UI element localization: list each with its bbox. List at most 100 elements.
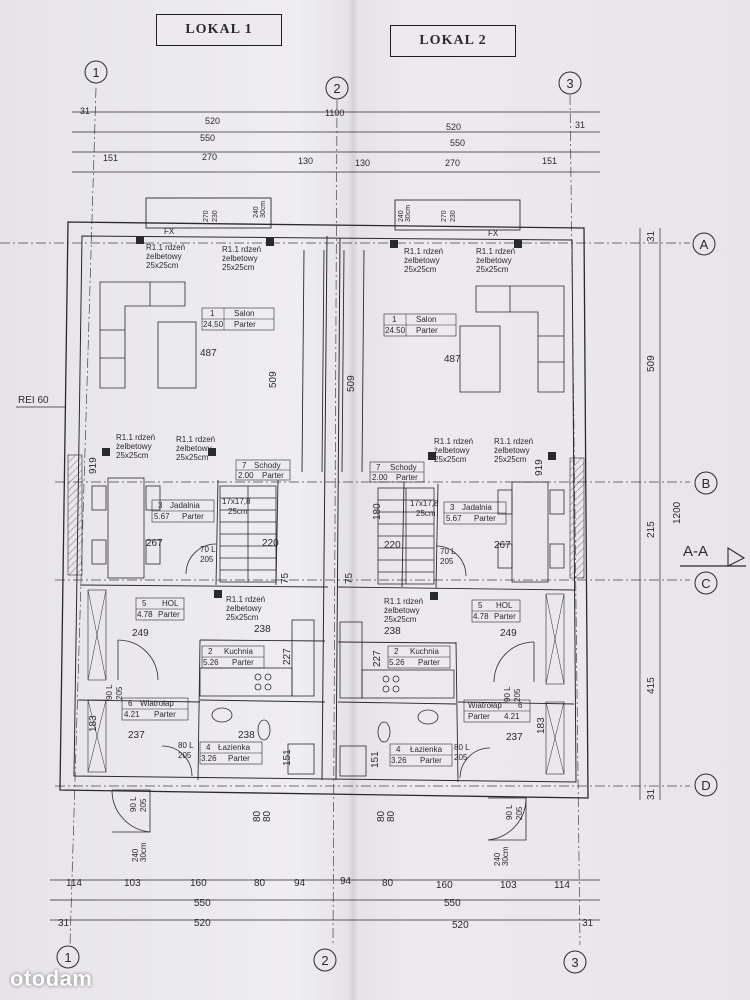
col-label-r1-a: R1.1 rdzeń bbox=[146, 243, 185, 252]
dim-top-270-right: 270 bbox=[445, 158, 460, 168]
svg-text:5.67: 5.67 bbox=[154, 512, 170, 521]
dim-top-520-right: 520 bbox=[446, 122, 461, 132]
dim-right-31-bottom: 31 bbox=[646, 788, 657, 800]
dim-door-80-d: 80 bbox=[386, 810, 397, 822]
dim-window-230-right: 230 bbox=[450, 210, 457, 222]
dim-top-151-right: 151 bbox=[542, 156, 557, 166]
dim-top-130-left: 130 bbox=[298, 156, 313, 166]
room-hol-right: 5 HOL 4.78 Parter bbox=[471, 599, 521, 623]
svg-text:4: 4 bbox=[396, 745, 401, 754]
dim-bottom-160-right: 160 bbox=[436, 880, 453, 891]
svg-text:3: 3 bbox=[450, 503, 455, 512]
fx-left: FX bbox=[164, 227, 175, 236]
svg-text:7: 7 bbox=[242, 461, 247, 470]
axis-marker-C: C bbox=[694, 571, 718, 595]
dim-919-left: 919 bbox=[88, 457, 99, 474]
svg-text:Parter: Parter bbox=[494, 612, 516, 621]
axis-label-3-bottom: 3 bbox=[571, 955, 578, 970]
dim-bottom-103-left: 103 bbox=[124, 878, 141, 889]
axis-label-2: 2 bbox=[333, 81, 340, 96]
interior-walls bbox=[77, 249, 575, 783]
dim-top-1100: 1100 bbox=[325, 108, 344, 118]
svg-text:3.26: 3.26 bbox=[391, 756, 407, 765]
dim-267-right: 267 bbox=[494, 540, 511, 551]
window-bays bbox=[145, 197, 521, 231]
room-kuchnia-left: 2 Kuchnia 5.26 Parter bbox=[201, 645, 265, 669]
dim-bottom-114-right: 114 bbox=[554, 880, 570, 891]
structural-columns bbox=[102, 236, 556, 600]
right-dimension-labels: 509 215 415 1200 31 31 bbox=[646, 230, 683, 800]
top-dimensions bbox=[72, 111, 600, 173]
dim-bottom-31-left: 31 bbox=[58, 918, 70, 929]
svg-text:6: 6 bbox=[128, 699, 133, 708]
dim-window-240-left: 240 bbox=[253, 206, 260, 218]
room-salon-left: 1 Salon 24.50 Parter bbox=[201, 307, 275, 331]
door-entry-left-h: 205 bbox=[139, 798, 148, 812]
svg-text:Parter: Parter bbox=[154, 710, 176, 719]
door-70-right-h: 205 bbox=[440, 557, 454, 566]
svg-text:Parter: Parter bbox=[418, 658, 440, 667]
dim-227-right: 227 bbox=[372, 650, 383, 667]
column-labels: R1.1 rdzeń żelbetowy 25x25cm R1.1 rdzeń … bbox=[116, 243, 533, 624]
svg-text:Kuchnia: Kuchnia bbox=[224, 647, 253, 656]
dim-180: 180 bbox=[372, 503, 383, 520]
dim-bottom-114-left: 114 bbox=[66, 878, 82, 889]
col-label-r1-i: R1.1 rdzeń bbox=[226, 595, 265, 604]
svg-text:Jadalnia: Jadalnia bbox=[462, 503, 492, 512]
dim-bottom-80-left: 80 bbox=[254, 878, 266, 889]
stairs-width-right: 25cm bbox=[416, 509, 436, 518]
svg-text:7: 7 bbox=[376, 463, 381, 472]
dim-75-right: 75 bbox=[344, 572, 355, 584]
col-label-r2-h: żelbetowy bbox=[494, 446, 530, 455]
svg-text:Salon: Salon bbox=[234, 309, 254, 318]
col-label-r3-a: 25x25cm bbox=[146, 261, 179, 270]
door-entry-left: 90 L bbox=[129, 796, 138, 812]
dim-window-240-right: 240 bbox=[398, 210, 405, 222]
dim-bottom-94-left: 94 bbox=[294, 878, 306, 889]
dim-bottom-520-right: 520 bbox=[452, 920, 469, 931]
dim-salon-487-right: 487 bbox=[444, 354, 461, 365]
dim-220-right: 220 bbox=[384, 540, 401, 551]
axis-marker-2: 2 bbox=[325, 76, 349, 100]
room-labels: 1 Salon 24.50 Parter 7 Schody 2.00 Parte… bbox=[121, 307, 531, 767]
axis-marker-3-bottom: 3 bbox=[563, 950, 587, 974]
dim-249-left: 249 bbox=[132, 628, 149, 639]
door-70-left: 70 L bbox=[200, 545, 216, 554]
col-label-r2-a: żelbetowy bbox=[146, 252, 182, 261]
dim-top-550-left: 550 bbox=[200, 133, 215, 143]
door-90-b-h: 205 bbox=[513, 688, 522, 702]
section-marker-aa: A-A bbox=[680, 543, 746, 567]
col-label-r1-j: R1.1 rdzeń bbox=[384, 597, 423, 606]
svg-text:Parter: Parter bbox=[396, 473, 418, 482]
dim-bottom-80-right: 80 bbox=[382, 878, 394, 889]
svg-text:HOL: HOL bbox=[496, 601, 513, 610]
sill-right-2: 30cm bbox=[501, 846, 510, 866]
col-label-r3-b: 25x25cm bbox=[222, 263, 255, 272]
col-label-r3-f: 25x25cm bbox=[176, 453, 209, 462]
room-jadalnia-right: 3 Jadalnia 5.67 Parter bbox=[443, 501, 507, 525]
dim-237-left: 237 bbox=[128, 730, 145, 741]
col-label-r3-c: 25x25cm bbox=[404, 265, 437, 274]
room-wiatrolap-right: Wiatrołap 6 Parter 4.21 bbox=[463, 699, 531, 723]
door-90-b: 90 L bbox=[503, 686, 512, 702]
col-label-r1-g: R1.1 rdzeń bbox=[434, 437, 473, 446]
bottom-dimensions bbox=[50, 879, 600, 921]
room-lazienka-right: 4 Łazienka 3.26 Parter bbox=[389, 743, 453, 767]
col-label-r1-h: R1.1 rdzeń bbox=[494, 437, 533, 446]
svg-text:Kuchnia: Kuchnia bbox=[410, 647, 439, 656]
svg-text:2.00: 2.00 bbox=[238, 471, 254, 480]
col-label-r1-b: R1.1 rdzeń bbox=[222, 245, 261, 254]
axis-marker-D: D bbox=[694, 773, 718, 797]
svg-text:24.50: 24.50 bbox=[385, 326, 406, 335]
room-lazienka-left: 4 Łazienka 3.26 Parter bbox=[199, 741, 263, 765]
col-label-r1-f: R1.1 rdzeń bbox=[176, 435, 215, 444]
dim-window-270-left: 270 bbox=[203, 210, 210, 222]
dim-top-31-right: 31 bbox=[575, 120, 585, 130]
svg-text:Parter: Parter bbox=[182, 512, 204, 521]
section-label: A-A bbox=[683, 543, 708, 560]
dim-919-right: 919 bbox=[534, 459, 545, 476]
door-80-right: 80 L bbox=[454, 743, 470, 752]
top-dimension-labels: 31 520 1100 520 31 550 550 151 270 130 1… bbox=[80, 106, 585, 168]
stairs-width-left: 25cm bbox=[228, 507, 248, 516]
col-label-r3-e: 25x25cm bbox=[116, 451, 149, 460]
